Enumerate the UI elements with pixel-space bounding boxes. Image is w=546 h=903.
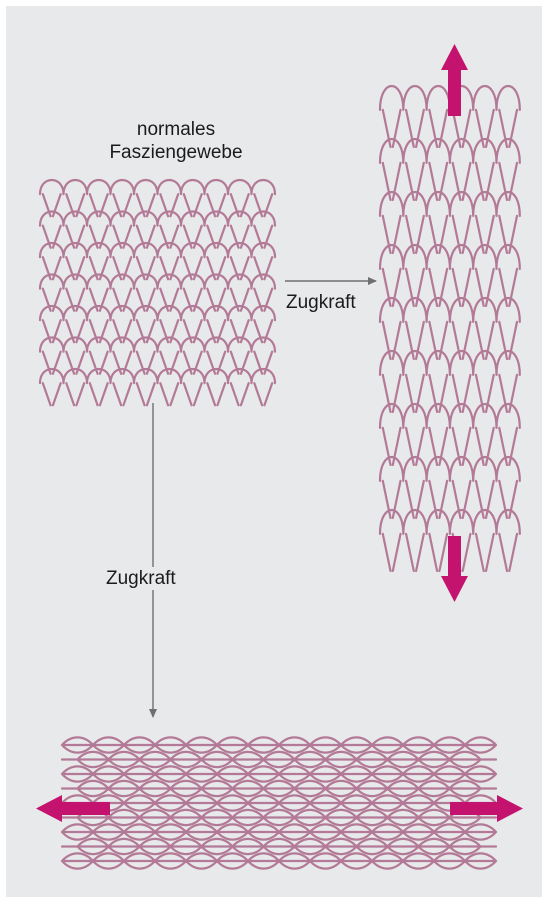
normal-tissue-mesh bbox=[40, 180, 275, 405]
vertically-stretched-mesh bbox=[380, 86, 520, 571]
normal-mesh-strands bbox=[40, 180, 275, 405]
force-label-down: Zugkraft bbox=[104, 567, 178, 590]
normal-tissue-label-line2: Fasziengewebe bbox=[108, 141, 244, 164]
force-arrow-up-icon bbox=[441, 44, 468, 116]
vertical-mesh-strands bbox=[380, 86, 520, 571]
horizontal-mesh-strands bbox=[62, 737, 496, 868]
force-label-right: Zugkraft bbox=[284, 291, 358, 314]
horizontally-stretched-mesh bbox=[62, 737, 496, 868]
normal-tissue-label-line1: normales bbox=[108, 118, 244, 141]
normal-tissue-label: normales Fasziengewebe bbox=[108, 118, 244, 164]
